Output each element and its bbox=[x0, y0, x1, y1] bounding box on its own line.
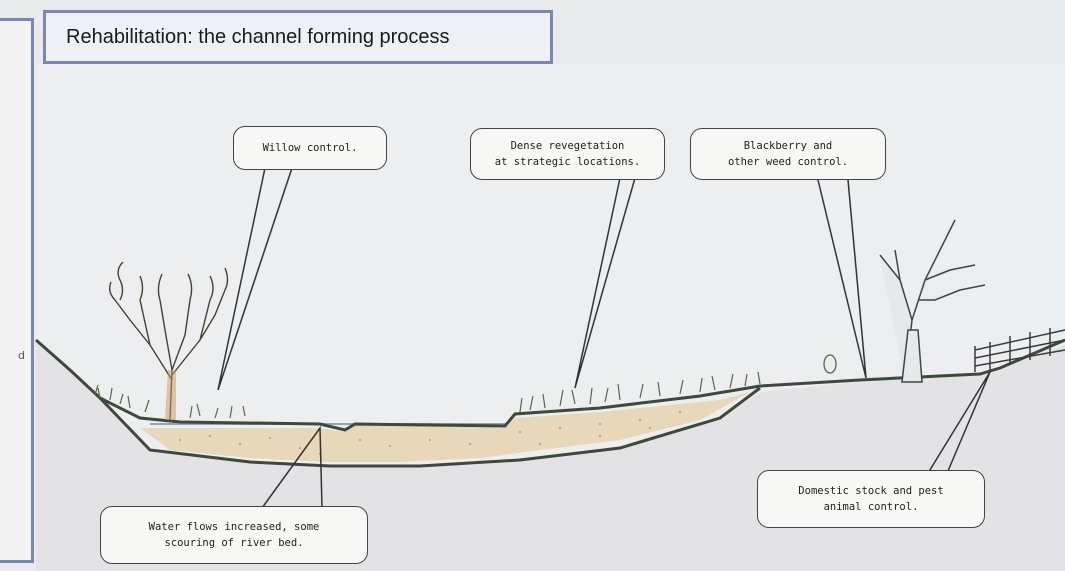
callout-water-flows: Water flows increased, some scouring of … bbox=[100, 506, 368, 564]
left-side-panel: d bbox=[0, 18, 34, 563]
title-box: Rehabilitation: the channel forming proc… bbox=[43, 10, 553, 64]
sediment-texture bbox=[179, 411, 681, 455]
diagram-title: Rehabilitation: the channel forming proc… bbox=[66, 25, 450, 48]
small-shrub bbox=[823, 354, 837, 374]
callout-pointers bbox=[217, 167, 991, 509]
sediment-layer bbox=[140, 392, 750, 462]
ground-profile bbox=[35, 338, 1065, 432]
channel-bed-line bbox=[98, 386, 761, 468]
left-panel-fragment: d bbox=[18, 349, 25, 362]
vegetation bbox=[94, 371, 761, 419]
callout-domestic-stock: Domestic stock and pest animal control. bbox=[757, 470, 985, 528]
callout-blackberry-control: Blackberry and other weed control. bbox=[690, 128, 886, 180]
callout-willow-control: Willow control. bbox=[233, 126, 387, 170]
dead-tree bbox=[879, 219, 986, 383]
fence bbox=[974, 328, 1065, 372]
callout-dense-revegetation: Dense revegetation at strategic location… bbox=[470, 128, 665, 180]
willow-trunk-shade bbox=[165, 370, 176, 420]
